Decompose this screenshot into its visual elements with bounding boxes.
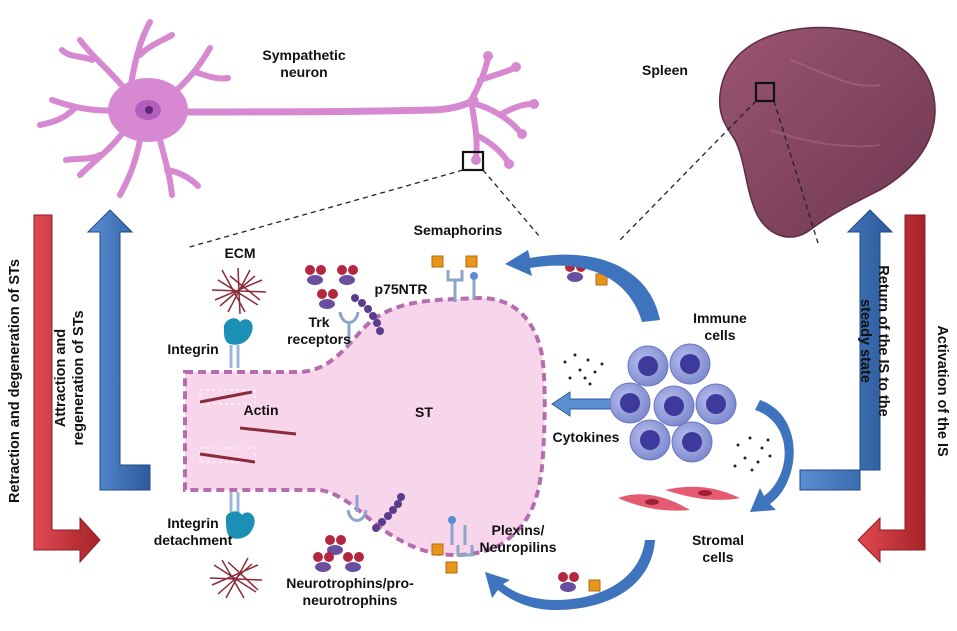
spleen-zoom-box	[754, 81, 776, 103]
label-semaphorins: Semaphorins	[413, 222, 503, 238]
retraction-arrow	[33, 214, 101, 564]
ecm-top	[211, 267, 267, 315]
p75ntr-bottom	[372, 493, 405, 532]
label-integrin-detachment: Integrin detachment	[153, 515, 233, 548]
cytokines-bottom	[733, 436, 772, 472]
curved-arrow-right	[750, 400, 794, 512]
zoom-line-spleen-right	[773, 100, 819, 244]
label-retraction-arrow: Retraction and degeneration of STs	[7, 259, 23, 503]
spleen-organ	[718, 26, 936, 238]
immune-cells	[609, 343, 737, 463]
integrin-top	[223, 318, 253, 368]
neurotrophins-bottom	[313, 535, 364, 572]
activation-arrow	[857, 214, 926, 564]
curved-arrow-bottom	[485, 540, 655, 610]
label-neurotrophins: Neurotrophins/pro- neurotrophins	[286, 575, 414, 608]
zoom-line-right	[482, 169, 541, 238]
label-stromal-cells: Stromal cells	[691, 532, 745, 565]
actin-filaments	[199, 389, 297, 464]
label-p75ntr: p75NTR	[374, 281, 428, 297]
label-plexins-neuropilins: Plexins/ Neuropilins	[479, 522, 557, 555]
integrin-bottom	[225, 492, 255, 539]
semaphorin-receptors	[446, 270, 476, 302]
label-sympathetic-neuron: Sympathetic neuron	[262, 47, 346, 80]
label-trk-receptors: Trk receptors	[287, 314, 351, 347]
neurotrophins-top	[305, 265, 358, 309]
neuron-zoom-box	[461, 150, 485, 172]
zoom-line-spleen-left	[619, 100, 757, 241]
cytokine-arrow	[551, 391, 613, 417]
plexin-ligands	[431, 543, 458, 574]
label-cytokines: Cytokines	[552, 429, 620, 445]
label-st: ST	[415, 404, 433, 420]
ligand-pair-bottom	[558, 572, 601, 592]
ecm-bottom	[209, 557, 263, 599]
zoom-line-left	[185, 169, 464, 249]
attraction-arrow	[86, 209, 151, 491]
plexin-receptors	[450, 520, 474, 557]
label-actin: Actin	[243, 402, 279, 418]
label-integrin: Integrin	[167, 341, 219, 357]
label-ecm: ECM	[224, 245, 256, 261]
stromal-cells	[618, 486, 740, 511]
trk-receptor-bottom	[346, 495, 368, 522]
label-attraction-arrow: Attraction and regeneration of STs	[53, 310, 87, 446]
label-return-arrow: Return of the IS to the steady state	[857, 265, 891, 417]
semaphorin-ligands	[431, 255, 478, 268]
st-terminal	[183, 295, 547, 558]
p75ntr-top	[351, 294, 384, 335]
sympathetic-neuron	[37, 19, 539, 198]
label-spleen: Spleen	[642, 62, 688, 78]
trk-receptor-top	[338, 311, 360, 345]
cytokines-top	[563, 353, 604, 386]
label-activation-arrow: Activation of the IS	[934, 325, 950, 457]
curved-arrow-top	[505, 250, 660, 322]
return-arrow	[799, 209, 894, 491]
label-immune-cells: Immune cells	[693, 310, 747, 343]
